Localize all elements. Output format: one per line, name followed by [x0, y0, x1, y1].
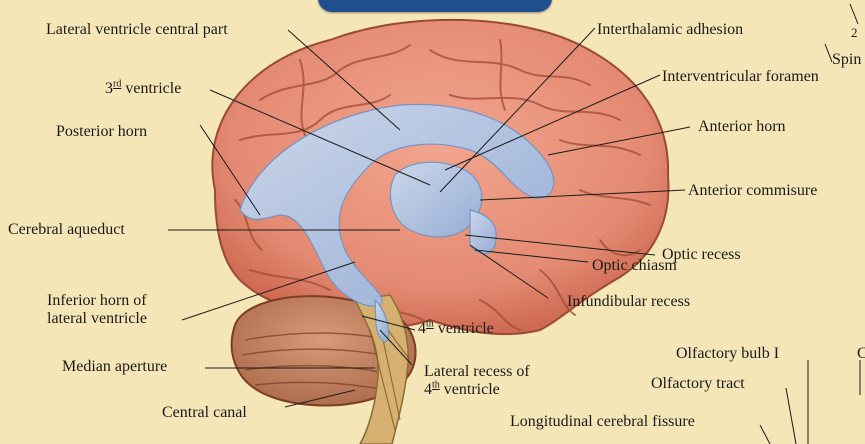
- label-infundibular-recess: Infundibular recess: [567, 293, 690, 311]
- label-anterior-horn: Anterior horn: [698, 118, 786, 136]
- label-olfactory-bulb: Olfactory bulb I: [676, 345, 779, 363]
- label-lateral-ventricle-central-part: Lateral ventricle central part: [46, 21, 228, 39]
- label-third-ventricle: 3rd ventricle: [105, 80, 181, 98]
- label-inferior-horn: Inferior horn of lateral ventricle: [47, 292, 147, 328]
- label-cerebral-aqueduct: Cerebral aqueduct: [8, 221, 125, 239]
- label-interthalamic-adhesion: Interthalamic adhesion: [597, 21, 743, 39]
- label-median-aperture: Median aperture: [62, 358, 167, 376]
- label-olfactory-tract: Olfactory tract: [651, 375, 745, 393]
- label-interventricular-foramen: Interventricular foramen: [662, 68, 819, 86]
- header-badge: [318, 0, 552, 12]
- label-central-canal: Central canal: [162, 404, 247, 422]
- label-cut-c: C: [857, 345, 865, 363]
- label-optic-chiasm: Optic chiasm: [592, 257, 677, 275]
- label-lateral-recess: Lateral recess of 4th ventricle: [424, 363, 530, 399]
- label-fourth-ventricle: 4th ventricle: [418, 320, 494, 338]
- label-cut-spin: Spin: [832, 51, 861, 69]
- label-cut-2nd: 2: [851, 24, 858, 42]
- label-anterior-commisure: Anterior commisure: [688, 182, 817, 200]
- label-longitudinal-fissure: Longitudinal cerebral fissure: [510, 413, 695, 431]
- label-posterior-horn: Posterior horn: [56, 123, 147, 141]
